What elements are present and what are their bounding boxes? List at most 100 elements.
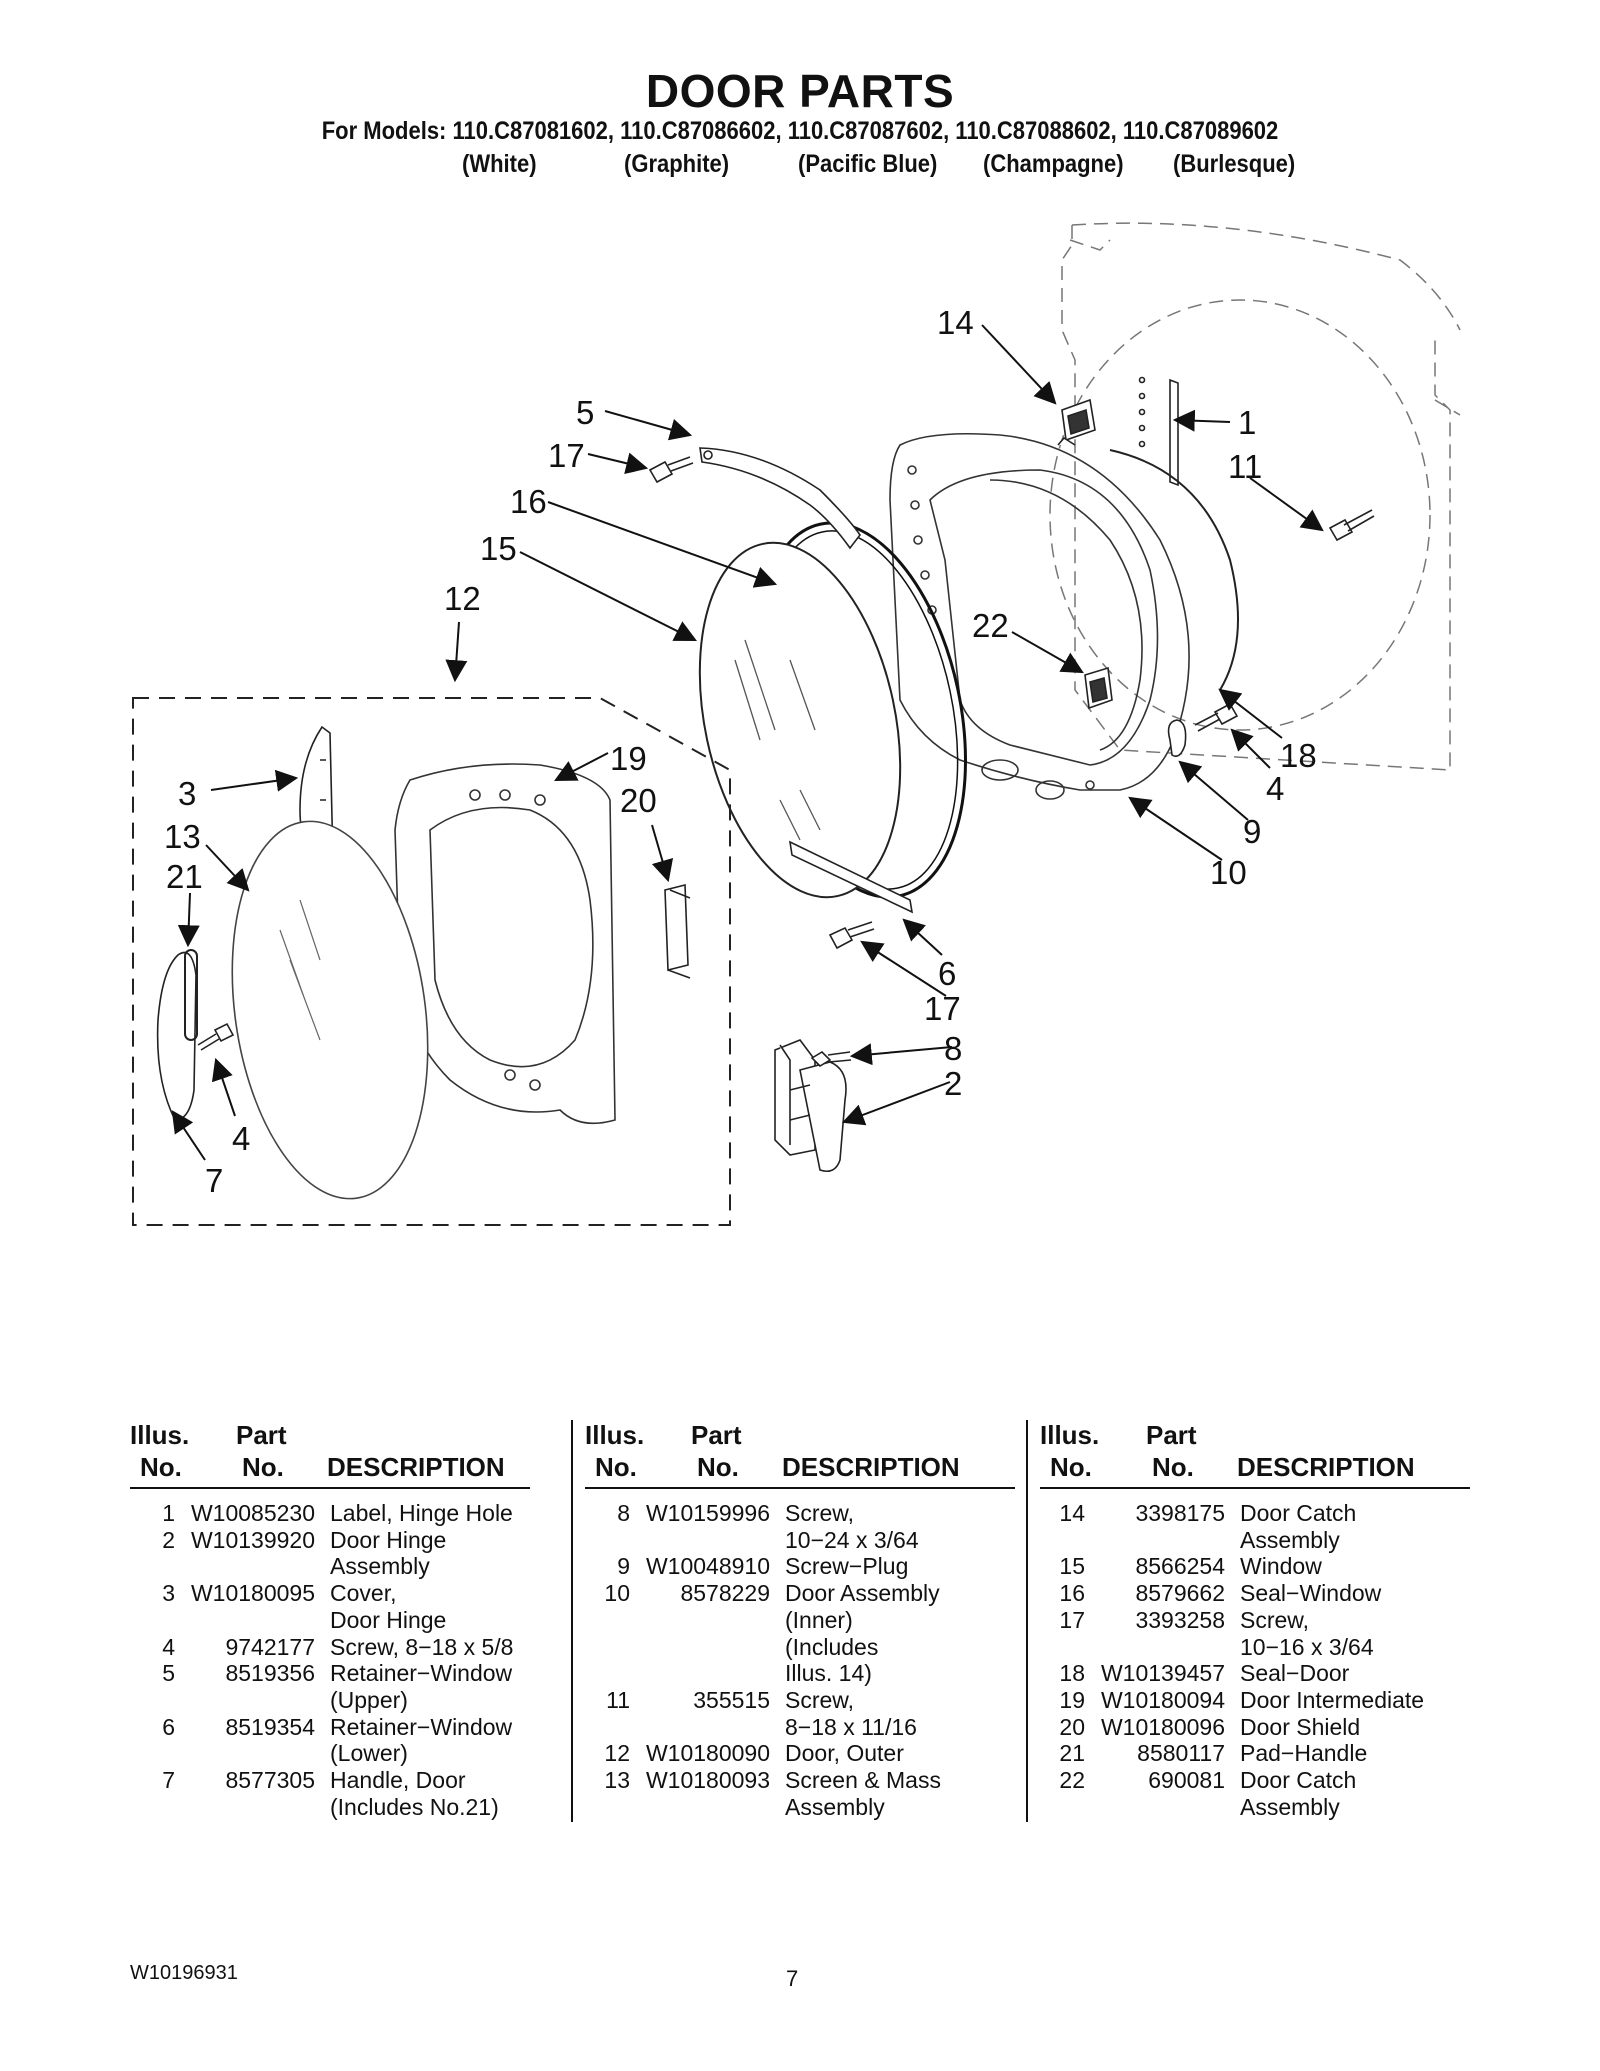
models-line: For Models: 110.C87081602, 110.C87086602… <box>321 117 1279 145</box>
part-number: W10159996 <box>645 1500 770 1526</box>
part-number: 8519354 <box>225 1713 315 1740</box>
door-catch-22-part <box>1084 666 1113 710</box>
table-row: Assembly <box>1040 1527 1460 1553</box>
part-number: W10139920 <box>190 1526 315 1553</box>
callout-10: 10 <box>1210 854 1247 891</box>
table-row: Assembly <box>130 1553 550 1579</box>
header-part-no-2: No. <box>697 1452 739 1482</box>
callout-18: 18 <box>1280 737 1317 774</box>
door-shield-part <box>664 883 691 979</box>
part-number: 3393258 <box>1135 1606 1225 1633</box>
part-description: Door Hinge <box>330 1606 447 1633</box>
callout-6: 6 <box>938 955 956 992</box>
table-row: (Inner) <box>585 1607 1005 1633</box>
part-description: (Lower) <box>330 1740 408 1767</box>
part-number: 8566254 <box>1135 1553 1225 1580</box>
part-number: W10180093 <box>645 1767 770 1793</box>
part-description: Retainer−Window <box>330 1713 513 1740</box>
screw-8-part <box>810 1050 852 1068</box>
part-description: Assembly <box>1240 1526 1340 1553</box>
document-number: W10196931 <box>130 1962 238 1984</box>
callout-15: 15 <box>480 530 517 567</box>
callout-1: 1 <box>1238 404 1256 441</box>
callout-4-left: 4 <box>232 1120 250 1157</box>
part-number: 8580117 <box>1137 1740 1225 1767</box>
header-description-1: DESCRIPTION <box>327 1452 505 1482</box>
callout-22: 22 <box>972 607 1009 644</box>
cabinet-outline <box>1049 222 1461 771</box>
outer-door-group-box <box>132 697 731 1226</box>
table-row: 10−16 x 3/64 <box>1040 1634 1460 1660</box>
part-number: W10139457 <box>1100 1660 1225 1687</box>
illus-number: 22 <box>1059 1767 1085 1793</box>
illus-number: 12 <box>604 1740 630 1767</box>
callout-7: 7 <box>205 1162 223 1199</box>
callout-11: 11 <box>1228 448 1262 485</box>
part-description: Screw, <box>1240 1606 1310 1633</box>
callout-17-upper: 17 <box>548 437 585 474</box>
illus-number: 7 <box>162 1767 175 1793</box>
callout-16: 16 <box>510 483 547 520</box>
door-parts-diagram: 14 5 1 17 11 16 15 12 22 18 4 19 3 20 9 … <box>132 222 1461 1226</box>
part-description: Door Hinge <box>330 1526 447 1553</box>
table-row: Assembly <box>585 1794 1005 1820</box>
part-description: Door Catch <box>1240 1500 1357 1526</box>
illus-number: 3 <box>162 1580 175 1607</box>
part-number: 8578229 <box>680 1580 770 1607</box>
column-separator-1 <box>571 1420 573 1822</box>
part-description: Door Catch <box>1240 1767 1357 1793</box>
part-description: Cover, <box>330 1580 397 1607</box>
leader-lines <box>171 324 1324 1161</box>
table-row: (Includes <box>585 1634 1005 1660</box>
part-number: W10180096 <box>1100 1713 1225 1740</box>
part-description: Seal−Door <box>1240 1660 1350 1687</box>
illus-number: 9 <box>617 1553 630 1580</box>
part-description: (Upper) <box>330 1686 408 1713</box>
part-description: Door, Outer <box>785 1740 904 1767</box>
color-white: (White) <box>462 150 537 178</box>
illus-number: 11 <box>606 1686 630 1713</box>
callout-12: 12 <box>444 580 481 617</box>
part-description: Door Shield <box>1240 1713 1361 1740</box>
part-number: 8519356 <box>225 1660 315 1687</box>
color-champagne: (Champagne) <box>983 150 1124 178</box>
callout-2: 2 <box>944 1065 962 1102</box>
door-hinge-assembly-part <box>774 1039 847 1173</box>
part-description: Seal−Window <box>1240 1580 1382 1607</box>
illus-number: 10 <box>604 1580 630 1607</box>
callout-14: 14 <box>937 304 974 341</box>
illus-number: 17 <box>1059 1606 1085 1633</box>
part-description: Screw−Plug <box>785 1553 909 1580</box>
table-row: Door Hinge <box>130 1607 550 1633</box>
pad-handle-part <box>184 949 198 1041</box>
illus-number: 2 <box>162 1526 175 1553</box>
screw-4-right-part <box>1194 702 1239 732</box>
door-catch-14-part <box>1057 398 1096 446</box>
callout-21: 21 <box>166 858 203 895</box>
header-description-3: DESCRIPTION <box>1237 1452 1415 1482</box>
table-row: 8−18 x 11/16 <box>585 1714 1005 1740</box>
part-description: Illus. 14) <box>785 1660 872 1687</box>
callout-5: 5 <box>576 394 594 431</box>
table-row: (Upper) <box>130 1687 550 1713</box>
header-part-2: Part <box>691 1420 742 1450</box>
header-part-no-3: No. <box>1152 1452 1194 1482</box>
part-number: W10180094 <box>1100 1686 1225 1713</box>
header-part-no-1: No. <box>242 1452 284 1482</box>
part-description: Assembly <box>1240 1793 1340 1820</box>
callout-8: 8 <box>944 1030 962 1067</box>
part-description: Assembly <box>785 1793 885 1820</box>
part-number: W10180090 <box>645 1740 770 1767</box>
part-number: 3398175 <box>1135 1500 1225 1526</box>
